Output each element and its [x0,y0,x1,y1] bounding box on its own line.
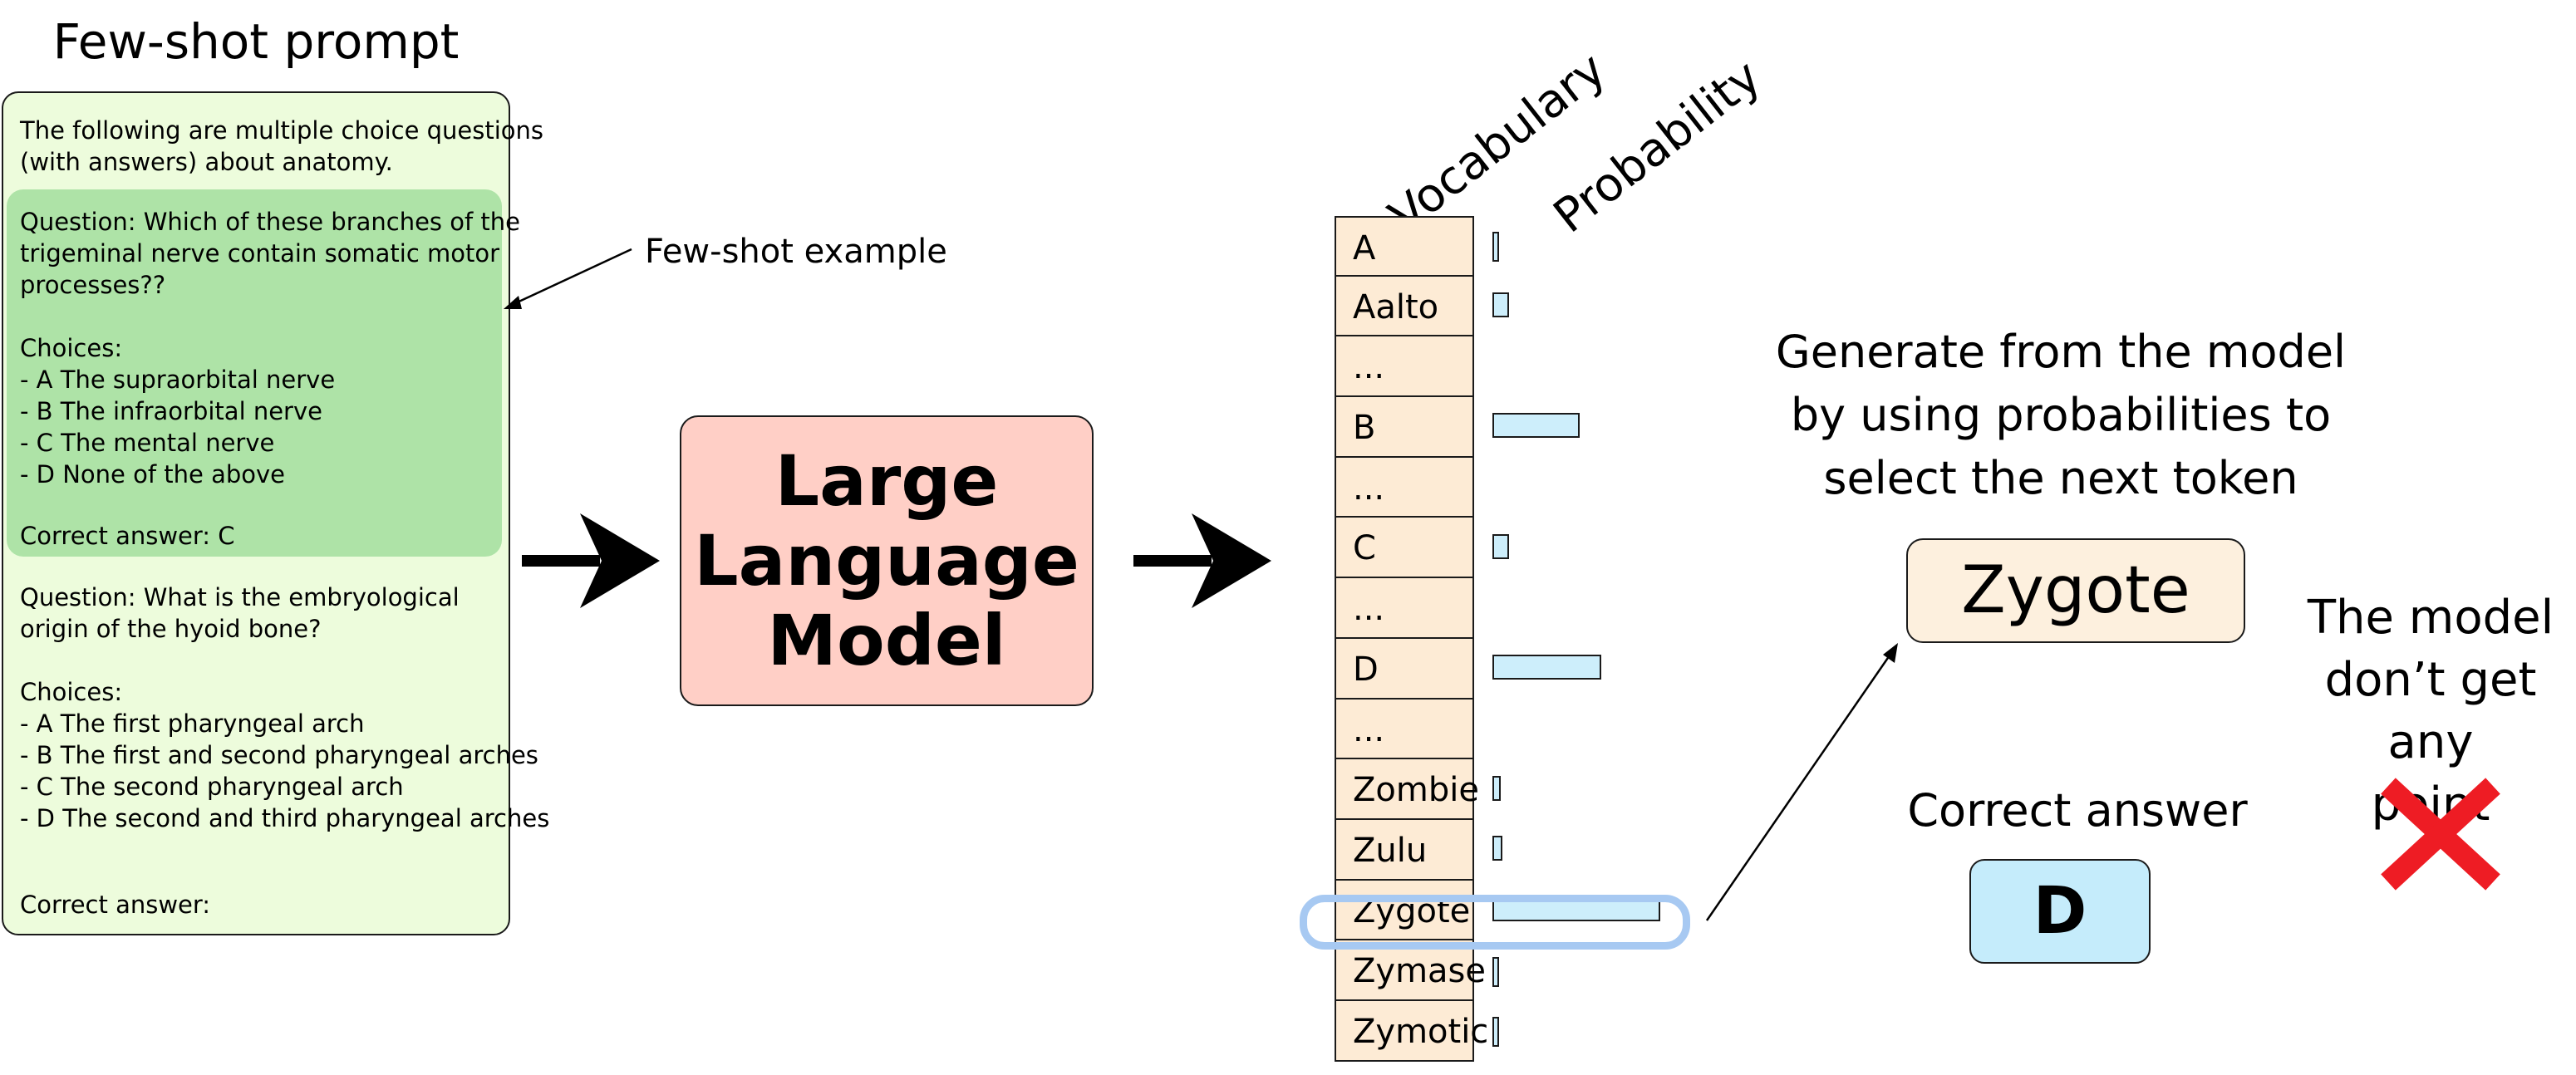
prompt-choices-label: Choices: [20,678,123,706]
few-shot-example-box [7,189,502,557]
prompt-question: Question: What is the embryological orig… [20,583,460,643]
vocab-token: A [1335,216,1474,277]
prompt-choice: - A The first pharyngeal arch [20,709,365,738]
selected-token-highlight [1300,895,1690,950]
annotation-arrow [504,248,632,309]
probability-bar [1492,1017,1499,1048]
vocabulary-column: A Aalto ... B ... C ... D ... Zombie Zul… [1335,216,1488,1062]
llm-box: Large Language Model [680,415,1094,706]
cross-icon [2381,778,2500,891]
example-choice: - D None of the above [20,460,286,488]
generated-token-box: Zygote [1906,538,2245,643]
vocab-token: ... [1335,457,1474,518]
generation-description: Generate from the model by using probabi… [1775,326,2347,504]
llm-label: Large Language Model [694,440,1079,681]
vocab-token: Zombie [1335,759,1479,820]
prompt-title: Few-shot prompt [52,13,460,70]
probability-bar [1492,413,1581,439]
correct-answer-label: Correct answer [1907,784,2248,837]
selection-arrow [1705,643,1898,921]
example-question: Question: Which of these branches of the… [20,208,521,299]
prompt-answer: Correct answer: [20,891,211,919]
probability-bar [1492,956,1499,987]
vocab-token: ... [1335,578,1474,639]
vocab-token: Aalto [1335,276,1474,337]
correct-answer-box: D [1969,859,2151,964]
vocab-token: B [1335,397,1474,458]
prompt-choice: - B The first and second pharyngeal arch… [20,741,538,769]
vocab-token: Zulu [1335,819,1474,881]
probability-bar [1492,655,1602,680]
prompt-intro: The following are multiple choice questi… [20,116,544,176]
probability-bar [1492,775,1502,801]
few-shot-example-label: Few-shot example [645,233,947,271]
vocab-token: ... [1335,699,1474,760]
vocab-token: C [1335,518,1474,579]
prompt-choice: - D The second and third pharyngeal arch… [20,804,550,832]
probability-bar [1492,292,1510,318]
probability-bar [1492,533,1510,559]
arrow-to-vocabulary-icon [1133,513,1271,608]
example-choice: - B The infraorbital nerve [20,397,322,425]
prompt-choice: - C The second pharyngeal arch [20,773,404,801]
vocab-token: ... [1335,336,1474,398]
probability-bar [1492,836,1503,861]
probability-bar [1492,232,1499,263]
vocab-token: Zymotic [1335,1000,1488,1062]
example-choice: - A The supraorbital nerve [20,366,336,394]
example-choice: - C The mental nerve [20,429,275,457]
example-choices-label: Choices: [20,334,123,362]
arrow-to-llm-icon [522,513,660,608]
example-answer: Correct answer: C [20,522,235,550]
vocab-token: Zymase [1335,940,1486,1001]
vocab-token: D [1335,638,1474,699]
